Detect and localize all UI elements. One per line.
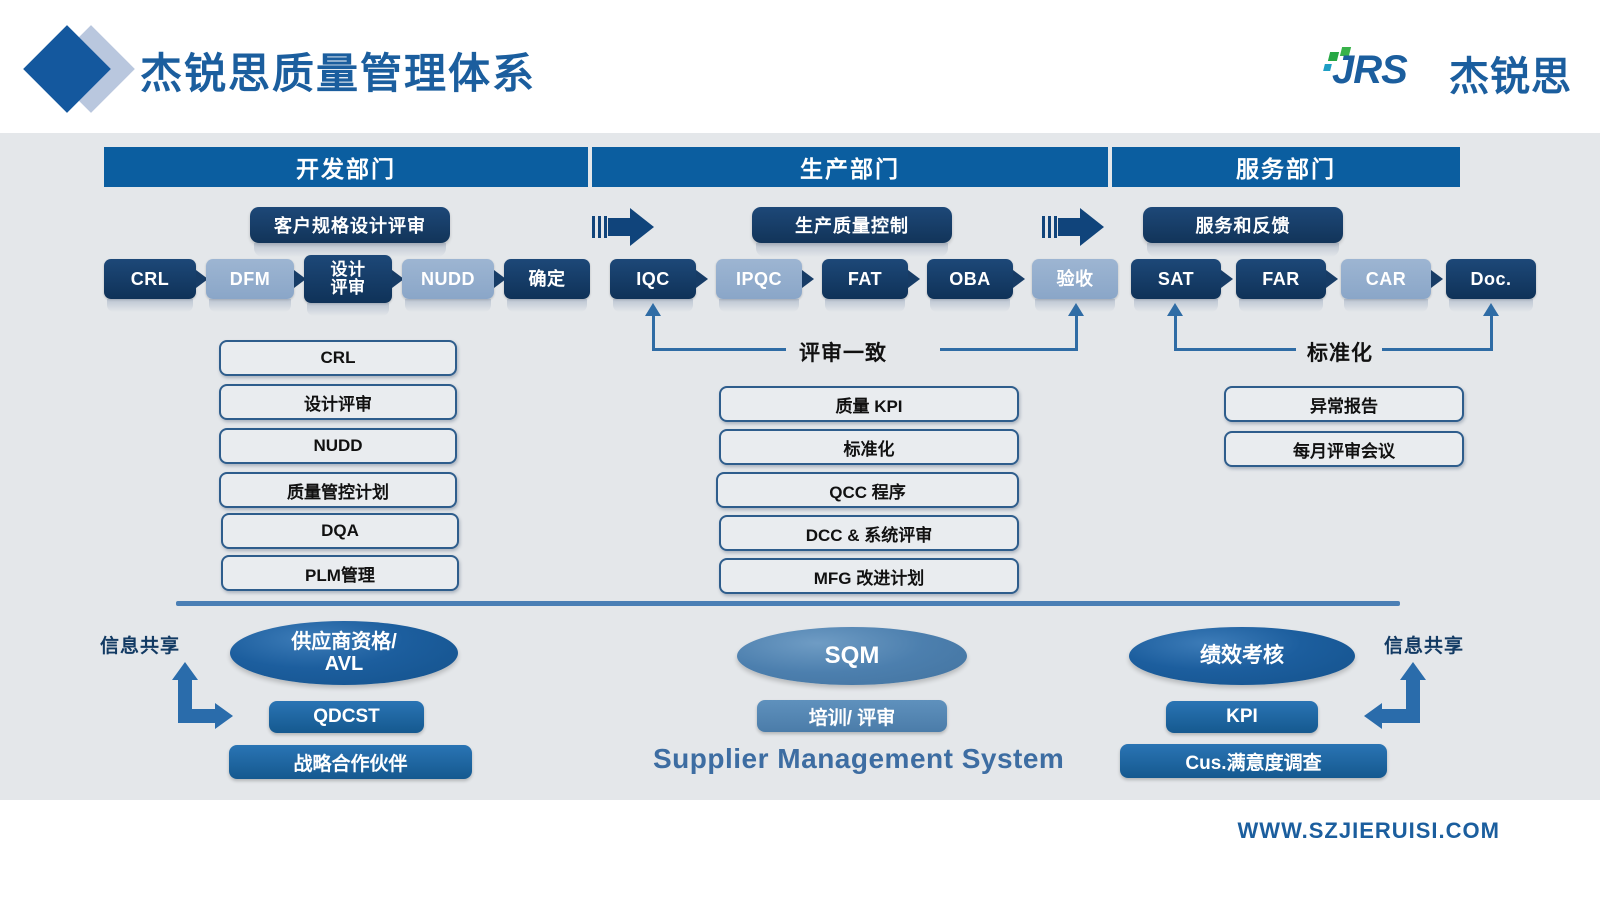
section-divider — [176, 601, 1400, 606]
list-item-svc-1[interactable]: 每月评审会议 — [1224, 431, 1464, 467]
annotation-review-consistency: 评审一致 — [799, 342, 887, 365]
stage-title-development: 客户规格设计评审 — [250, 207, 450, 257]
annotation-standardization: 标准化 — [1307, 342, 1373, 365]
flow-step-dev-3[interactable]: NUDD — [402, 259, 494, 312]
stage-title-production: 生产质量控制 — [752, 207, 952, 257]
supplier-management-system-heading: Supplier Management System — [653, 743, 1065, 774]
sqm-ellipse-1[interactable]: SQM — [737, 627, 967, 685]
flow-step-prod-1[interactable]: IPQC — [716, 259, 802, 312]
flow-step-prod-0[interactable]: IQC — [610, 259, 696, 312]
list-item-dev-3[interactable]: 质量管控计划 — [219, 472, 457, 508]
jrs-mark-icon: JRS — [1322, 47, 1440, 96]
list-item-dev-0[interactable]: CRL — [219, 340, 457, 376]
sqm-bottom-2[interactable]: Cus.满意度调查 — [1120, 744, 1387, 778]
list-item-prod-2[interactable]: QCC 程序 — [716, 472, 1019, 508]
stage-title-service: 服务和反馈 — [1143, 207, 1343, 257]
brand-cn-text: 杰锐思 — [1449, 55, 1572, 99]
flow-step-svc-3[interactable]: Doc. — [1446, 259, 1536, 312]
brand-logo: JRS 杰锐思 — [1322, 44, 1572, 102]
list-item-prod-3[interactable]: DCC & 系统评审 — [719, 515, 1019, 551]
flow-step-dev-2[interactable]: 设计 评审 — [304, 255, 392, 316]
brand-mark-text: JRS — [1332, 48, 1408, 92]
diagram-canvas: 开发部门 生产部门 服务部门 客户规格设计评审 生产质量控制 服务和反馈 CRL… — [0, 133, 1600, 800]
flow-step-prod-4[interactable]: 验收 — [1032, 259, 1118, 312]
share-label-right: 信息共享 — [1384, 636, 1465, 657]
flow-step-prod-3[interactable]: OBA — [927, 259, 1013, 312]
sqm-mid-1[interactable]: 培训/ 评审 — [757, 700, 947, 732]
sqm-bottom-0[interactable]: 战略合作伙伴 — [229, 745, 472, 779]
list-item-prod-4[interactable]: MFG 改进计划 — [719, 558, 1019, 594]
diamond-logo-icon — [23, 24, 135, 114]
flow-step-dev-1[interactable]: DFM — [206, 259, 294, 312]
sqm-ellipse-0[interactable]: 供应商资格/ AVL — [230, 621, 458, 685]
flow-step-dev-2-line2: 评审 — [330, 278, 366, 297]
flow-step-svc-0[interactable]: SAT — [1131, 259, 1221, 312]
slide-footer: WWW.SZJIERUISI.COM — [0, 800, 1600, 900]
flow-arrow-prod-to-svc — [1040, 208, 1110, 246]
slide-header: 杰锐思质量管理体系 JRS 杰锐思 — [0, 0, 1600, 133]
flow-step-dev-2-line1: 设计 — [330, 260, 366, 280]
footer-url[interactable]: WWW.SZJIERUISI.COM — [1237, 818, 1500, 843]
list-item-svc-0[interactable]: 异常报告 — [1224, 386, 1464, 422]
list-item-dev-4[interactable]: DQA — [221, 513, 459, 549]
sqm-ellipse-0-line1: 供应商资格/ — [291, 630, 397, 653]
flow-arrow-dev-to-prod — [590, 208, 660, 246]
list-item-prod-0[interactable]: 质量 KPI — [719, 386, 1019, 422]
flow-step-svc-2[interactable]: CAR — [1341, 259, 1431, 312]
sqm-mid-2[interactable]: KPI — [1166, 701, 1318, 733]
list-item-prod-1[interactable]: 标准化 — [719, 429, 1019, 465]
dept-header-production: 生产部门 — [592, 147, 1108, 187]
sqm-mid-0[interactable]: QDCST — [269, 701, 424, 733]
list-item-dev-5[interactable]: PLM管理 — [221, 555, 459, 591]
dept-header-development: 开发部门 — [104, 147, 588, 187]
flow-step-dev-0[interactable]: CRL — [104, 259, 196, 312]
share-label-left: 信息共享 — [100, 636, 181, 657]
sqm-ellipse-2[interactable]: 绩效考核 — [1129, 627, 1355, 685]
list-item-dev-2[interactable]: NUDD — [219, 428, 457, 464]
page-title: 杰锐思质量管理体系 — [140, 50, 537, 97]
sqm-ellipse-0-line2: AVL — [324, 653, 364, 675]
flow-step-svc-1[interactable]: FAR — [1236, 259, 1326, 312]
list-item-dev-1[interactable]: 设计评审 — [219, 384, 457, 420]
flow-step-dev-4[interactable]: 确定 — [504, 259, 590, 312]
flow-step-prod-2[interactable]: FAT — [822, 259, 908, 312]
dept-header-service: 服务部门 — [1112, 147, 1460, 187]
